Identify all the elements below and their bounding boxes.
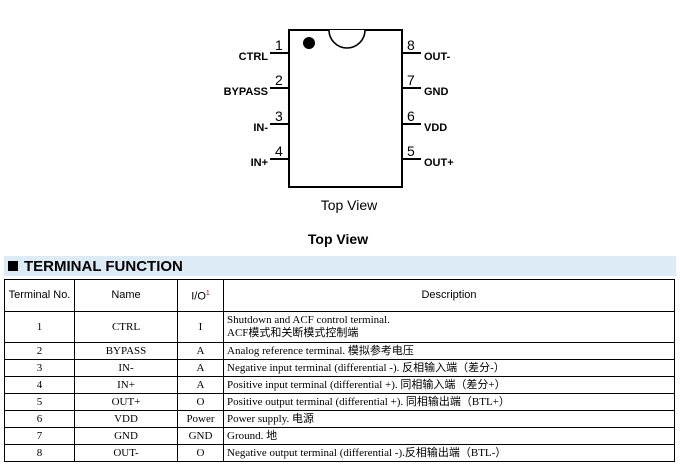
header-name: Name	[74, 279, 178, 312]
cell-terminal-no: 2	[4, 342, 75, 360]
header-terminal-no: Terminal No.	[4, 279, 75, 312]
pin-number-6: 6	[407, 108, 415, 124]
section-header: TERMINAL FUNCTION	[4, 256, 676, 276]
pin-label-gnd: GND	[424, 86, 449, 98]
pin-label-in-minus: IN-	[253, 122, 268, 134]
cell-description: Power supply. 电源	[223, 410, 675, 428]
cell-name: IN+	[74, 376, 178, 394]
square-bullet-icon	[8, 261, 18, 271]
package-notch	[328, 29, 366, 49]
pin-number-8: 8	[407, 37, 415, 53]
cell-terminal-no: 4	[4, 376, 75, 394]
pin1-indicator-dot	[303, 37, 315, 49]
table-row: 6 VDD Power Power supply. 电源	[4, 410, 675, 428]
header-io-label: I/O	[191, 290, 206, 303]
pin-label-out-plus: OUT+	[424, 157, 454, 169]
cell-io: I	[177, 311, 224, 343]
table-row: 7 GND GND Ground. 地	[4, 427, 675, 445]
cell-description: Ground. 地	[223, 427, 675, 445]
table-row: 2 BYPASS A Analog reference terminal. 模拟…	[4, 342, 675, 360]
cell-terminal-no: 7	[4, 427, 75, 445]
cell-description: Analog reference terminal. 模拟参考电压	[223, 342, 675, 360]
cell-terminal-no: 3	[4, 359, 75, 377]
pin-label-vdd: VDD	[424, 122, 447, 134]
cell-name: VDD	[74, 410, 178, 428]
pin-number-7: 7	[407, 72, 415, 88]
description-line-1: Shutdown and ACF control terminal.	[227, 314, 390, 326]
pin-number-5: 5	[407, 143, 415, 159]
cell-description: Positive output terminal (differential +…	[223, 393, 675, 411]
terminal-function-table: Terminal No. Name I/O1 Description 1 CTR…	[4, 279, 675, 462]
header-io-footnote-mark: 1	[205, 290, 210, 298]
pin-label-bypass: BYPASS	[224, 86, 268, 98]
table-row: 8 OUT- O Negative output terminal (diffe…	[4, 444, 675, 462]
section-title: TERMINAL FUNCTION	[24, 257, 183, 275]
pin-label-in-plus: IN+	[251, 157, 268, 169]
table-row: 1 CTRL I Shutdown and ACF control termin…	[4, 311, 675, 343]
pinout-caption: Top View	[320, 197, 378, 213]
cell-name: BYPASS	[74, 342, 178, 360]
pin-label-out-minus: OUT-	[424, 51, 451, 63]
table-row: 3 IN- A Negative input terminal (differe…	[4, 359, 675, 377]
ic-pinout-diagram: 1 2 3 4 CTRL BYPASS IN- IN+ 8 7 6 5 OUT-…	[224, 29, 454, 188]
cell-description: Shutdown and ACF control terminal.ACF模式和…	[223, 311, 675, 343]
cell-io: O	[177, 393, 224, 411]
cell-description: Negative input terminal (differential -)…	[223, 359, 675, 377]
cell-io: A	[177, 359, 224, 377]
ic-package-body	[288, 29, 403, 188]
header-description: Description	[223, 279, 675, 312]
cell-terminal-no: 6	[4, 410, 75, 428]
cell-description: Positive input terminal (differential +)…	[223, 376, 675, 394]
figure-caption: Top View	[307, 231, 369, 247]
header-io: I/O1	[177, 279, 224, 312]
cell-name: CTRL	[74, 311, 178, 343]
cell-name: OUT-	[74, 444, 178, 462]
cell-terminal-no: 1	[4, 311, 75, 343]
pin-label-ctrl: CTRL	[239, 51, 269, 63]
cell-name: GND	[74, 427, 178, 445]
cell-io: O	[177, 444, 224, 462]
pin-number-4: 4	[275, 143, 283, 159]
description-line-2: ACF模式和关断模式控制端	[227, 327, 359, 339]
table-header-row: Terminal No. Name I/O1 Description	[4, 279, 675, 312]
cell-io: Power	[177, 410, 224, 428]
pin-number-3: 3	[275, 108, 283, 124]
cell-io: GND	[177, 427, 224, 445]
cell-terminal-no: 5	[4, 393, 75, 411]
table-row: 5 OUT+ O Positive output terminal (diffe…	[4, 393, 675, 411]
table-row: 4 IN+ A Positive input terminal (differe…	[4, 376, 675, 394]
cell-terminal-no: 8	[4, 444, 75, 462]
cell-name: IN-	[74, 359, 178, 377]
cell-name: OUT+	[74, 393, 178, 411]
cell-description: Negative output terminal (differential -…	[223, 444, 675, 462]
pin-number-2: 2	[275, 72, 283, 88]
pin-number-1: 1	[275, 37, 283, 53]
cell-io: A	[177, 342, 224, 360]
cell-io: A	[177, 376, 224, 394]
